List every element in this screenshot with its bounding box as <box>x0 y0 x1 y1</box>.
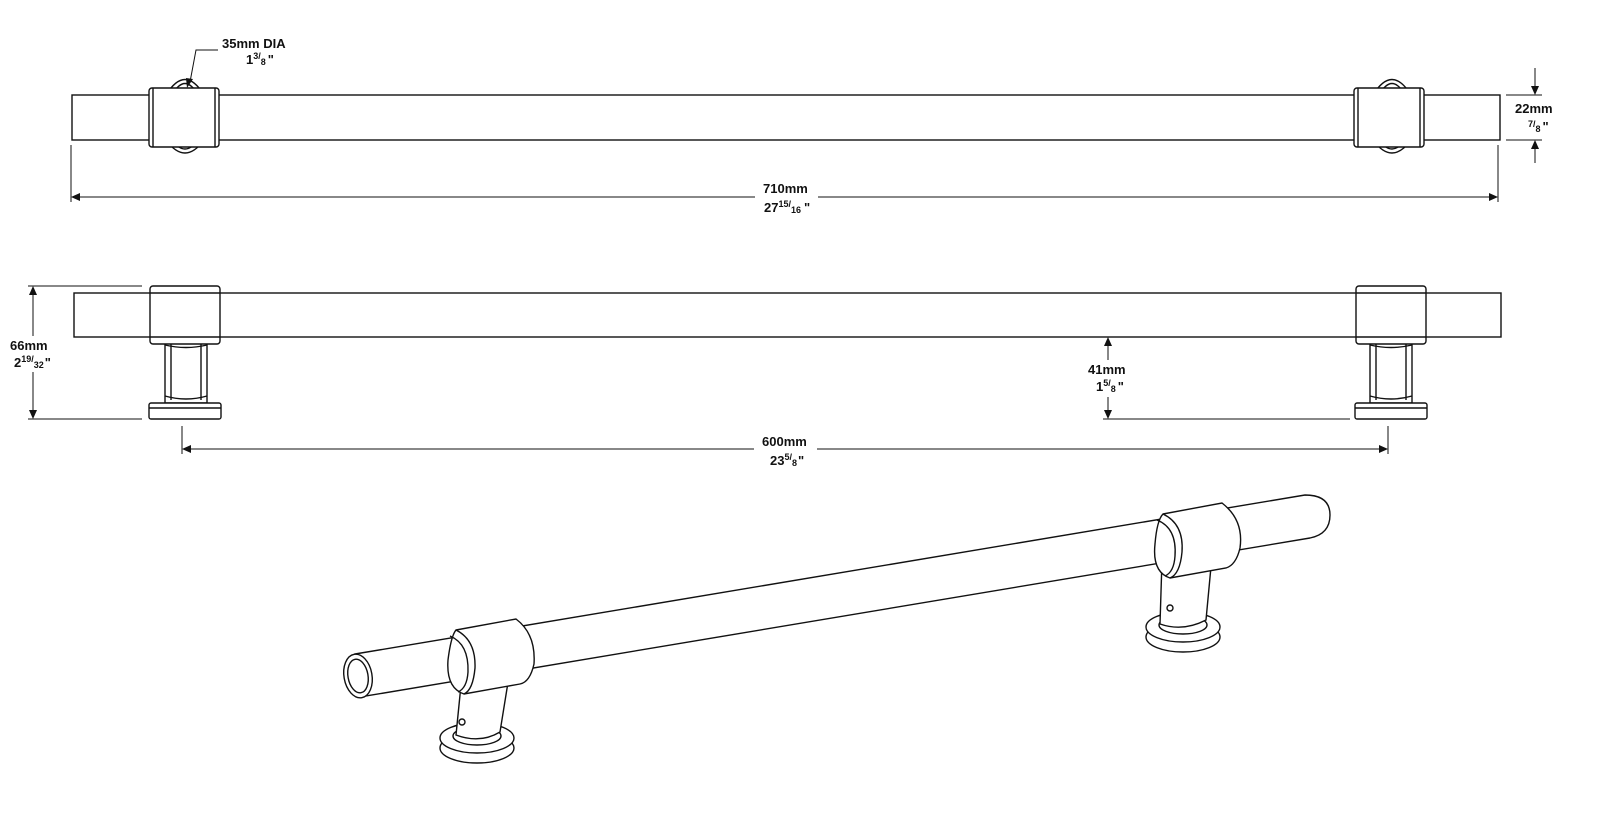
iso-right-knob-edge-inner <box>1156 519 1176 577</box>
height-imperial-label: 219/32" <box>14 354 51 370</box>
iso-left-knob-edge-inner <box>449 635 469 693</box>
iso-right-knob <box>1153 502 1242 579</box>
diameter-leader-line <box>189 49 218 83</box>
diameter-label: 35mm DIA <box>222 36 286 51</box>
length-arrow-left <box>71 193 80 201</box>
side-view-right-base <box>1354 402 1428 420</box>
thickness-imperial-label: 7/8" <box>1528 119 1549 134</box>
ctc-arrow-right <box>1379 445 1388 453</box>
top-view-right-knob <box>1353 87 1425 148</box>
ctc-label: 600mm <box>762 434 807 449</box>
side-view-left-post-bottom-curve <box>164 395 208 400</box>
iso-left-post-screw <box>458 718 466 726</box>
length-imperial-label: 2715/16" <box>764 199 810 215</box>
projection-imperial-label: 15/8" <box>1096 378 1124 394</box>
thickness-label: 22mm <box>1515 101 1553 116</box>
side-view-right-knob <box>1355 285 1427 345</box>
thickness-arrow-top <box>1531 86 1539 95</box>
top-view: 35mm DIA 13/8" 22mm 7/8" 710mm 2715/16" <box>70 36 1553 215</box>
diameter-imperial-label: 13/8" <box>246 51 274 67</box>
height-arrow-bottom <box>29 410 37 419</box>
ctc-arrow-left <box>182 445 191 453</box>
thickness-arrow-bottom <box>1531 140 1539 149</box>
iso-bar <box>354 494 1331 698</box>
side-view-left-knob <box>149 285 221 345</box>
side-view: 66mm 219/32" 41mm 15/8" 600mm 235/8" <box>10 285 1502 468</box>
iso-left-knob-edge <box>455 629 476 695</box>
length-label: 710mm <box>763 181 808 196</box>
iso-right-post-screw <box>1166 604 1174 612</box>
isometric-view <box>342 494 1331 764</box>
top-view-bar <box>71 94 1501 141</box>
top-view-left-knob <box>148 87 220 148</box>
side-view-bar <box>73 292 1502 338</box>
side-view-right-post-bottom-curve <box>1369 395 1413 400</box>
projection-arrow-bottom <box>1104 410 1112 419</box>
projection-arrow-top <box>1104 337 1112 346</box>
diameter-leader-arrow <box>186 78 193 88</box>
height-arrow-top <box>29 286 37 295</box>
height-label: 66mm <box>10 338 48 353</box>
iso-left-knob <box>447 618 535 695</box>
iso-bar-end-left-inner <box>347 658 369 694</box>
side-view-right-post-top-curve <box>1369 344 1413 349</box>
length-arrow-right <box>1489 193 1498 201</box>
side-view-left-post <box>164 339 208 404</box>
iso-right-knob-edge <box>1162 513 1183 579</box>
side-view-left-base <box>148 402 222 420</box>
side-view-left-post-top-curve <box>164 344 208 349</box>
ctc-imperial-label: 235/8" <box>770 452 804 468</box>
projection-label: 41mm <box>1088 362 1126 377</box>
